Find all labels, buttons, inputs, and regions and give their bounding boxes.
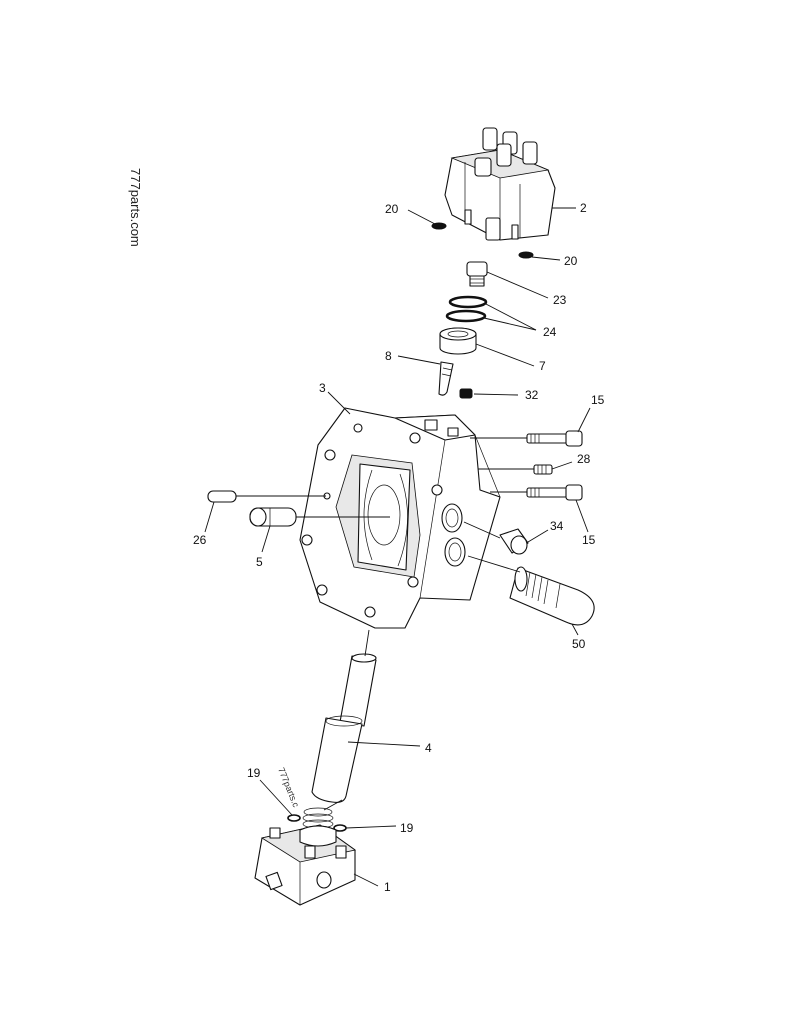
callout-32: 32 [525, 388, 539, 402]
part-32-plug [459, 388, 473, 399]
callout-24: 24 [543, 325, 557, 339]
callout-8: 8 [385, 349, 392, 363]
callout-15-lower: 15 [582, 533, 596, 547]
callout-20-left: 20 [385, 202, 399, 216]
callout-4: 4 [425, 741, 432, 755]
part-20-seal-left [431, 222, 447, 230]
callout-5: 5 [256, 555, 263, 569]
callout-26: 26 [193, 533, 207, 547]
callout-34: 34 [550, 519, 564, 533]
callout-20-right: 20 [564, 254, 578, 268]
part-34-fitting [499, 528, 529, 555]
part-1-base-block [254, 824, 356, 906]
watermark-text: 777parts.com [128, 168, 143, 247]
part-2-valve-block [444, 127, 556, 241]
callout-1: 1 [384, 880, 391, 894]
part-26-pin [207, 490, 237, 503]
callout-7: 7 [539, 359, 546, 373]
part-28-set-screw [533, 464, 553, 475]
part-20-seal-right [518, 251, 534, 259]
part-8-pin [438, 361, 454, 396]
callout-28: 28 [577, 452, 591, 466]
callout-50: 50 [572, 637, 586, 651]
callout-23: 23 [553, 293, 567, 307]
part-5-sleeve [249, 507, 297, 527]
part-24-o-rings [445, 295, 488, 323]
callout-labels: 2 20 20 23 24 8 7 32 3 15 28 15 34 26 5 … [193, 201, 605, 894]
callout-3: 3 [319, 381, 326, 395]
leader-lines [204, 207, 591, 887]
watermark-small-text: 777parts.c [276, 766, 301, 809]
callout-19-left: 19 [247, 766, 261, 780]
part-23-screw [466, 261, 488, 287]
callout-15-upper: 15 [591, 393, 605, 407]
part-19-ring-left [287, 814, 301, 822]
part-15-bolt-lower [526, 484, 583, 501]
part-15-bolt-upper [526, 430, 583, 447]
callout-2: 2 [580, 201, 587, 215]
part-3-housing [299, 407, 501, 629]
part-7-nut [439, 327, 477, 355]
callout-19-right: 19 [400, 821, 414, 835]
part-4-shaft [311, 653, 377, 803]
part-50-cartridge [509, 566, 595, 626]
